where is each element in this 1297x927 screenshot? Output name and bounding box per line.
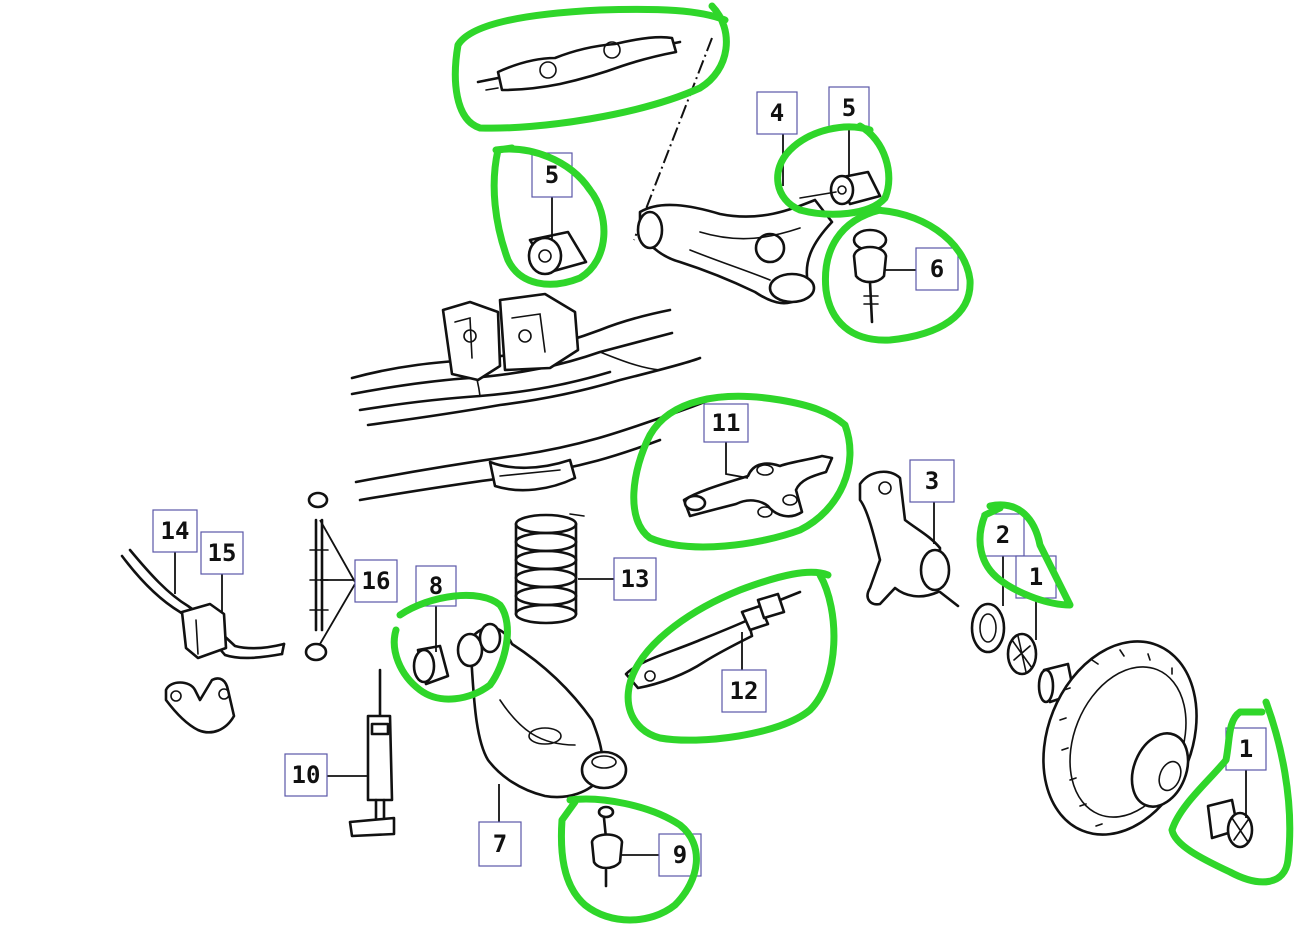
callout-7: 7: [478, 821, 522, 867]
highlight-pivot-shaft: [451, 2, 730, 132]
highlight-annotations: [390, 2, 1294, 924]
highlight-bushing-right: [774, 122, 893, 218]
callout-1-upper-label: 1: [1029, 563, 1043, 591]
coil-spring: [514, 513, 585, 625]
upper-arm-bushing-right: [799, 170, 882, 206]
callout-14-label: 14: [161, 517, 190, 545]
callout-6-label: 6: [930, 255, 944, 283]
highlight-seal-bearing: [976, 501, 1074, 609]
callout-12-label: 12: [730, 677, 759, 705]
callout-3-label: 3: [925, 467, 939, 495]
stabilizer-link: [304, 491, 329, 662]
highlight-outer-bearing: [1168, 698, 1294, 886]
callout-5-right: 5: [828, 86, 870, 130]
lower-arm-bushing: [412, 644, 450, 686]
callout-11-label: 11: [712, 409, 741, 437]
stabilizer-bushing: [180, 602, 228, 660]
strut-rod-bracket: [682, 454, 834, 518]
steering-knuckle: [858, 470, 960, 608]
callout-8-label: 8: [429, 572, 443, 600]
callout-2: 2: [981, 513, 1025, 557]
lower-ball-joint: [590, 805, 624, 888]
upper-control-arm: [636, 198, 834, 305]
stabilizer-bracket: [164, 677, 236, 734]
highlight-lower-bushing: [390, 591, 511, 703]
highlight-lower-ball-joint: [557, 795, 700, 924]
callout-10-label: 10: [292, 761, 321, 789]
callout-15-label: 15: [208, 539, 237, 567]
lower-ball-joint-housing: [580, 750, 628, 790]
callout-16: 16: [354, 559, 398, 603]
callout-13: 13: [613, 557, 657, 601]
highlight-strut-rod: [624, 568, 838, 744]
lower-control-arm: [456, 622, 604, 799]
highlight-upper-ball-joint: [821, 206, 974, 344]
callout-4: 4: [756, 91, 798, 135]
frame-mount-bracket: [441, 292, 580, 382]
shock-absorber: [348, 668, 396, 838]
callout-13-label: 13: [621, 565, 650, 593]
callout-5-left: 5: [531, 152, 573, 198]
callout-16-label: 16: [362, 567, 391, 595]
strut-rod: [624, 590, 802, 690]
callout-10: 10: [284, 753, 328, 797]
callout-15: 15: [200, 531, 244, 575]
callout-7-label: 7: [493, 830, 507, 858]
callout-12: 12: [721, 669, 767, 713]
inner-grease-seal: [970, 602, 1006, 654]
leader-lines: [174, 128, 1247, 856]
inner-wheel-bearing: [1006, 632, 1038, 676]
crossmember: [488, 458, 577, 492]
callout-1-lower-label: 1: [1239, 735, 1253, 763]
callout-11: 11: [703, 403, 749, 443]
highlight-bushing-left: [490, 144, 608, 288]
highlight-strut-bracket: [630, 392, 854, 551]
callout-2-label: 2: [996, 521, 1010, 549]
callout-4-label: 4: [770, 99, 784, 127]
assembly-line-shaft: [633, 37, 713, 241]
callout-6: 6: [915, 247, 959, 291]
callout-14: 14: [152, 509, 198, 553]
callout-5-right-label: 5: [842, 94, 856, 122]
upper-ball-joint: [852, 228, 888, 324]
outer-wheel-bearing: [1206, 798, 1254, 849]
upper-arm-bushing: [527, 230, 588, 276]
brake-rotor-hub: [1042, 640, 1198, 836]
callout-9-label: 9: [673, 841, 687, 869]
callout-3: 3: [909, 459, 955, 503]
upper-arm-pivot-shaft: [476, 35, 682, 92]
callout-5-left-label: 5: [545, 161, 559, 189]
